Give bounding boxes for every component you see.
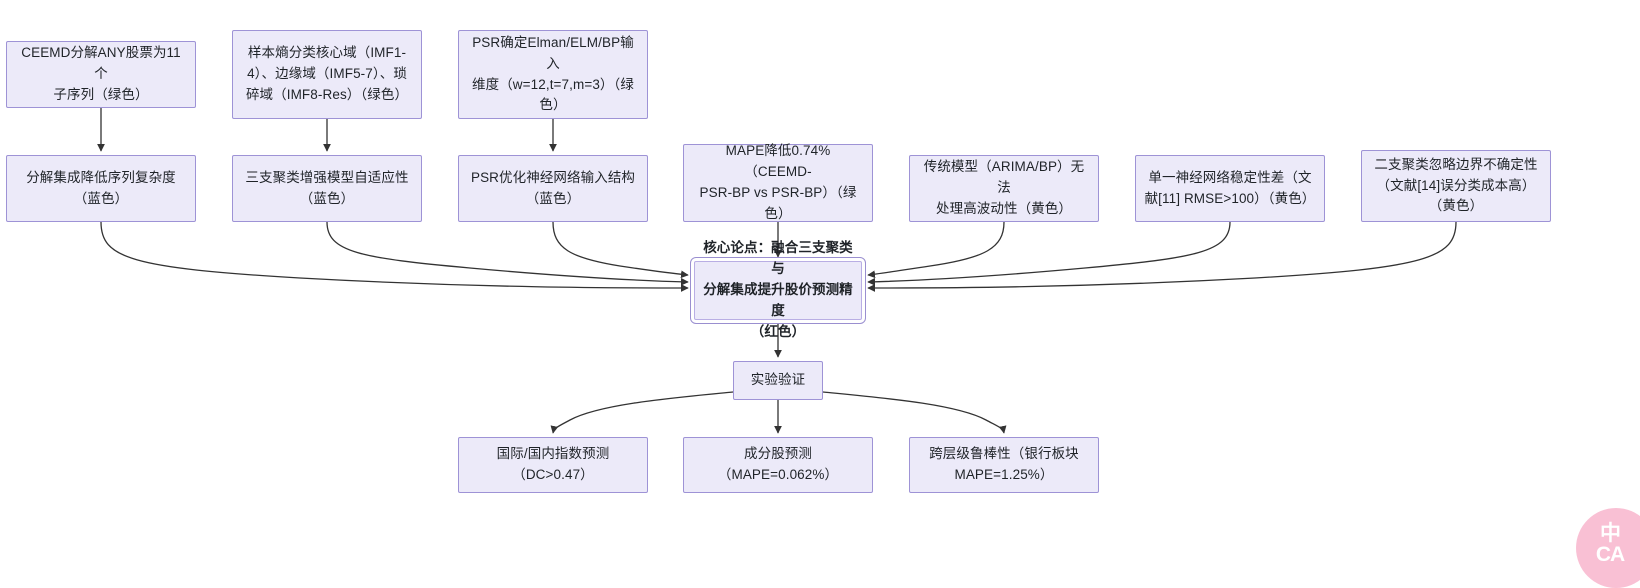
watermark-badge: 中 CA [1576,508,1640,588]
node-psr-input-dimension[interactable]: PSR确定Elman/ELM/BP输入 维度（w=12,t=7,m=3）（绿 色… [458,30,648,119]
node-label: 实验验证 [750,372,806,388]
node-two-way-clustering-limitation[interactable]: 二支聚类忽略边界不确定性 （文献[14]误分类成本高） （黄色） [1361,150,1551,222]
node-traditional-model-limitation[interactable]: 传统模型（ARIMA/BP）无法 处理高波动性（黄色） [909,155,1099,222]
node-label: 二支聚类忽略边界不确定性 （文献[14]误分类成本高） （黄色） [1374,156,1538,214]
node-label: CEEMD分解ANY股票为11个 子序列（绿色） [21,45,181,102]
node-constituent-stock-forecast[interactable]: 成分股预测 （MAPE=0.062%） [683,437,873,493]
flowchart-canvas: CEEMD分解ANY股票为11个 子序列（绿色） 样本熵分类核心域（IMF1- … [6,30,1640,588]
node-experimental-verification[interactable]: 实验验证 [733,361,823,400]
node-label: PSR确定Elman/ELM/BP输入 维度（w=12,t=7,m=3）（绿 色… [472,34,634,113]
node-cross-level-robustness[interactable]: 跨层级鲁棒性（银行板块 MAPE=1.25%） [909,437,1099,493]
edge-adaptive-to-core [326,221,689,286]
node-index-forecast[interactable]: 国际/国内指数预测 （DC>0.47） [458,437,648,493]
node-label: 单一神经网络稳定性差（文 献[11] RMSE>100）（黄色） [1144,169,1316,206]
node-label: 传统模型（ARIMA/BP）无法 处理高波动性（黄色） [923,159,1085,216]
node-single-network-instability[interactable]: 单一神经网络稳定性差（文 献[11] RMSE>100）（黄色） [1135,155,1325,222]
node-ceemd-decomposition[interactable]: CEEMD分解ANY股票为11个 子序列（绿色） [6,41,196,108]
node-label: 样本熵分类核心域（IMF1- 4）、边缘域（IMF5-7）、琐 碎域（IMF8-… [245,45,409,102]
edge-nnstab-to-core [867,221,1231,286]
watermark-label: 中 CA [1595,522,1625,566]
edge-verify-to-robust [822,391,1007,434]
node-label: 跨层级鲁棒性（银行板块 MAPE=1.25%） [929,446,1079,482]
node-label: 核心论点：融合三支聚类与 分解集成提升股价预测精度 （红色） [703,240,853,339]
node-model-adaptivity[interactable]: 三支聚类增强模型自适应性 （蓝色） [232,155,422,222]
edge-verify-to-index [550,391,734,434]
node-mape-improvement[interactable]: MAPE降低0.74%（CEEMD- PSR-BP vs PSR-BP）（绿 色… [683,143,873,222]
edge-twoway-to-core [867,221,1457,292]
node-label: MAPE降低0.74%（CEEMD- PSR-BP vs PSR-BP）（绿 色… [699,143,857,221]
node-label: 分解集成降低序列复杂度 （蓝色） [26,169,176,206]
edge-structure-to-core [552,221,689,279]
node-label: PSR优化神经网络输入结构 （蓝色） [470,169,636,206]
node-label: 国际/国内指数预测 （DC>0.47） [496,446,610,482]
edge-arima-to-core [867,221,1005,279]
node-network-input-structure[interactable]: PSR优化神经网络输入结构 （蓝色） [458,155,648,222]
node-core-thesis[interactable]: 核心论点：融合三支聚类与 分解集成提升股价预测精度 （红色） [690,240,866,339]
node-label: 三支聚类增强模型自适应性 （蓝色） [245,169,409,206]
edge-complexity-to-core [100,221,689,292]
node-sequence-complexity[interactable]: 分解集成降低序列复杂度 （蓝色） [6,155,196,222]
node-label: 成分股预测 （MAPE=0.062%） [717,446,839,482]
node-sample-entropy-classification[interactable]: 样本熵分类核心域（IMF1- 4）、边缘域（IMF5-7）、琐 碎域（IMF8-… [232,30,422,119]
